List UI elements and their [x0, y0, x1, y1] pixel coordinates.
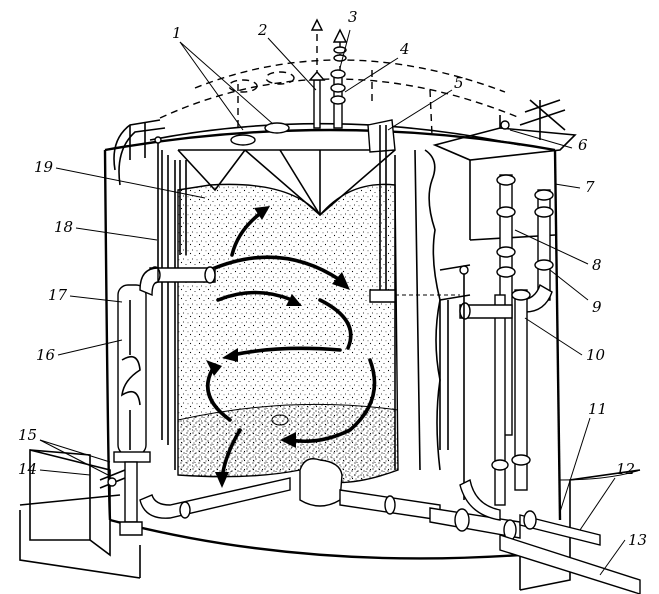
callout-10: 10: [586, 346, 606, 364]
handrail: [113, 119, 187, 445]
callout-11: 11: [588, 400, 607, 418]
callout-2: 2: [257, 21, 268, 39]
callout-4: 4: [399, 40, 410, 58]
callout-12: 12: [616, 460, 635, 478]
callout-14: 14: [18, 460, 37, 478]
base-frame: [19, 449, 126, 557]
callout-labels: 1 2 3 4 5 6 7 8 9 10 11 12 13 14 15 16 1…: [18, 8, 647, 549]
callout-7: 7: [585, 178, 595, 196]
callout-17: 17: [48, 286, 68, 304]
callout-13: 13: [628, 531, 647, 549]
callout-15: 15: [18, 426, 37, 444]
circulation-arrows: [205, 206, 377, 488]
heat-exchanger: [113, 266, 291, 536]
callout-18: 18: [54, 218, 73, 236]
callout-16: 16: [36, 346, 56, 364]
callout-1: 1: [172, 24, 182, 42]
service-room: [369, 99, 577, 506]
callout-9: 9: [592, 298, 602, 316]
callout-19: 19: [34, 158, 54, 176]
leader-lines: [39, 29, 626, 576]
callout-6: 6: [578, 136, 588, 154]
callout-3: 3: [348, 8, 358, 26]
callout-5: 5: [454, 74, 464, 92]
bottom-piping: [339, 478, 641, 594]
callout-8: 8: [592, 256, 602, 274]
sludge-body: [177, 149, 399, 507]
top-fittings: [230, 18, 396, 300]
